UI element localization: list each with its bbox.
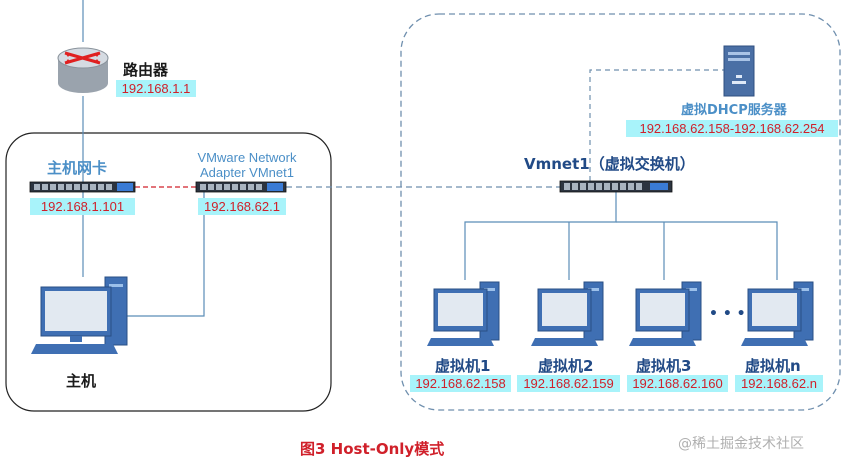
vmnet1-adapter-label: VMware Network Adapter VMnet1 — [186, 150, 308, 180]
vmn-label: 虚拟机n — [745, 357, 801, 375]
figure-caption: 图3 Host-Only模式 — [300, 440, 445, 458]
vm2-label: 虚拟机2 — [538, 357, 594, 375]
dhcp-range: 192.168.62.158-192.168.62.254 — [626, 120, 838, 137]
vm3-computer-icon — [629, 281, 702, 346]
vmnet1-adapter-icon — [195, 181, 287, 193]
host-computer-icon — [31, 276, 128, 354]
virtual-switch-label: Vmnet1（虚拟交换机） — [524, 155, 695, 173]
vmnet1-adapter-label-line1: VMware Network — [197, 150, 297, 165]
vm1-ip: 192.168.62.158 — [410, 375, 511, 392]
dhcp-server-icon — [723, 45, 755, 97]
switch-to-dhcp-line — [589, 69, 724, 181]
switch-to-vmn-line — [616, 221, 778, 280]
dhcp-label: 虚拟DHCP服务器 — [681, 103, 787, 118]
vmnet1-adapter-ip: 192.168.62.1 — [198, 198, 286, 215]
vm3-label: 虚拟机3 — [636, 357, 692, 375]
router-label: 路由器 — [123, 61, 169, 79]
vm1-label: 虚拟机1 — [435, 357, 491, 375]
vmn-ip: 192.168.62.n — [735, 375, 823, 392]
router-ip: 192.168.1.1 — [116, 80, 196, 97]
virtual-network-box — [400, 13, 841, 411]
vmn-computer-icon — [741, 281, 814, 346]
host-to-vmnet1-line — [127, 192, 205, 317]
host-nic-label: 主机网卡 — [47, 159, 108, 177]
host-nic-icon — [29, 181, 136, 193]
connections — [82, 0, 778, 317]
host-label: 主机 — [66, 372, 97, 390]
watermark: @稀土掘金技术社区 — [678, 436, 804, 452]
host-nic-ip: 192.168.1.101 — [30, 198, 135, 215]
switch-tree-left — [464, 192, 617, 280]
vmnet1-adapter-label-line2: Adapter VMnet1 — [200, 165, 294, 180]
vm3-ip: 192.168.62.160 — [627, 375, 728, 392]
vm1-computer-icon — [427, 281, 500, 346]
vm2-ip: 192.168.62.159 — [517, 375, 620, 392]
router-icon — [57, 47, 109, 93]
virtual-switch-icon — [559, 180, 673, 193]
host-area-box — [5, 132, 332, 412]
vm-ellipsis: • • • — [709, 306, 746, 322]
vm2-computer-icon — [531, 281, 604, 346]
